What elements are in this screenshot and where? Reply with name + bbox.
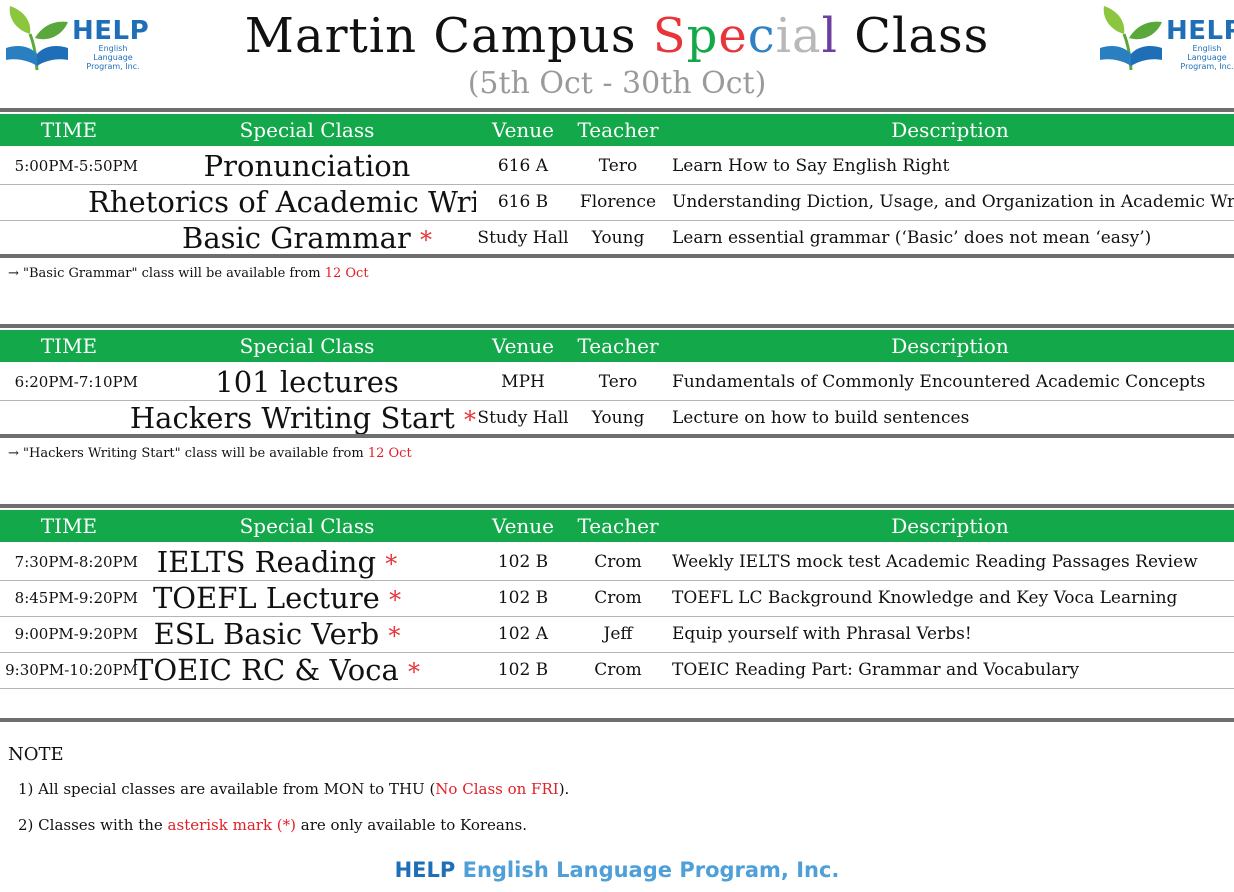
class-cell: 101 lectures — [215, 365, 399, 399]
description-cell: TOEFL LC Background Knowledge and Key Vo… — [672, 588, 1178, 608]
table-row: 7:30PM-8:20PM IELTS Reading * 102 B Crom… — [0, 544, 1234, 581]
header-class: Special Class — [239, 514, 375, 538]
header-venue: Venue — [491, 514, 555, 538]
table-top-rule — [0, 504, 1234, 508]
table-bottom-rule — [0, 254, 1234, 258]
asterisk-mark: * — [388, 622, 401, 650]
header-time: TIME — [40, 334, 98, 358]
availability-note: → "Basic Grammar" class will be availabl… — [8, 266, 369, 281]
description-cell: Learn How to Say English Right — [672, 156, 950, 176]
class-cell: TOEIC RC & Voca * — [134, 653, 420, 687]
class-cell: ESL Basic Verb * — [153, 617, 401, 651]
time-cell: 9:30PM-10:20PM — [5, 661, 138, 679]
teacher-cell: Young — [591, 228, 645, 248]
header-teacher: Teacher — [577, 118, 659, 142]
table-row: 5:00PM-5:50PM Pronunciation 616 A Tero L… — [0, 148, 1234, 185]
header-class: Special Class — [239, 334, 375, 358]
table-row: 8:45PM-9:20PM TOEFL Lecture * 102 B Crom… — [0, 580, 1234, 617]
time-cell: 9:00PM-9:20PM — [14, 625, 138, 643]
description-cell: Equip yourself with Phrasal Verbs! — [672, 624, 972, 644]
note-heading: NOTE — [8, 744, 64, 765]
table-row: 9:00PM-9:20PM ESL Basic Verb * 102 A Jef… — [0, 616, 1234, 653]
venue-cell: 616 B — [497, 192, 549, 212]
logo-brand-text: HELP — [72, 16, 150, 46]
description-cell: Lecture on how to build sentences — [672, 408, 970, 428]
header-class: Special Class — [239, 118, 375, 142]
class-cell: Pronunciation — [203, 149, 411, 183]
teacher-cell: Jeff — [603, 624, 633, 644]
teacher-cell: Tero — [598, 372, 638, 392]
header-venue: Venue — [491, 118, 555, 142]
teacher-cell: Crom — [594, 588, 642, 608]
table-row: Basic Grammar * Study Hall Young Learn e… — [0, 220, 1234, 256]
description-cell: Fundamentals of Commonly Encountered Aca… — [672, 372, 1206, 392]
asterisk-mark: * — [464, 406, 476, 434]
table-top-rule — [0, 324, 1234, 328]
venue-cell: Study Hall — [477, 228, 569, 248]
leaf-book-icon — [1100, 6, 1162, 71]
time-cell: 7:30PM-8:20PM — [14, 553, 138, 571]
description-cell: Understanding Diction, Usage, and Organi… — [672, 192, 1234, 212]
class-cell: Rhetorics of Academic Writ — [88, 185, 476, 219]
availability-note: → "Hackers Writing Start" class will be … — [8, 446, 412, 461]
table-header: TIME Special Class Venue Teacher Descrip… — [0, 114, 1234, 146]
time-cell: 5:00PM-5:50PM — [14, 157, 138, 175]
header-venue: Venue — [491, 334, 555, 358]
header-time: TIME — [40, 118, 98, 142]
class-cell: Hackers Writing Start * — [129, 401, 476, 435]
venue-cell: MPH — [501, 372, 545, 392]
asterisk-mark: * — [385, 550, 398, 578]
table-row: Rhetorics of Academic Writ 616 B Florenc… — [0, 184, 1234, 221]
venue-cell: 102 B — [497, 588, 549, 608]
table-bottom-rule — [0, 434, 1234, 438]
class-cell: Basic Grammar * — [182, 221, 432, 255]
leaf-book-icon — [6, 6, 68, 71]
asterisk-mark: * — [407, 658, 420, 686]
description-cell: TOEIC Reading Part: Grammar and Vocabula… — [672, 660, 1080, 680]
time-cell: 8:45PM-9:20PM — [14, 589, 138, 607]
header-description: Description — [891, 118, 1009, 142]
page-subtitle: (5th Oct - 30th Oct) — [467, 66, 767, 101]
table-header: TIME Special Class Venue Teacher Descrip… — [0, 330, 1234, 362]
note-item-1: 1) All special classes are available fro… — [18, 780, 570, 798]
asterisk-mark: * — [419, 226, 432, 254]
table-header: TIME Special Class Venue Teacher Descrip… — [0, 510, 1234, 542]
teacher-cell: Tero — [598, 156, 638, 176]
venue-cell: 102 A — [497, 624, 549, 644]
asterisk-mark: * — [389, 586, 402, 614]
header-description: Description — [891, 334, 1009, 358]
time-cell — [0, 220, 138, 256]
venue-cell: 616 A — [497, 156, 549, 176]
page-title: Martin Campus Special Class — [244, 8, 990, 64]
header-time: TIME — [40, 514, 98, 538]
table-row: 6:20PM-7:10PM 101 lectures MPH Tero Fund… — [0, 364, 1234, 401]
venue-cell: 102 B — [497, 660, 549, 680]
note-item-2: 2) Classes with the asterisk mark (*) ar… — [18, 816, 527, 834]
teacher-cell: Florence — [579, 192, 657, 212]
teacher-cell: Crom — [594, 660, 642, 680]
class-cell: IELTS Reading * — [156, 545, 398, 579]
logo-brand-text: HELP — [1166, 16, 1234, 46]
time-cell: 6:20PM-7:10PM — [14, 373, 138, 391]
header-description: Description — [891, 514, 1009, 538]
description-cell: Learn essential grammar (‘Basic’ does no… — [672, 228, 1152, 248]
teacher-cell: Young — [591, 408, 645, 428]
table-row: 9:30PM-10:20PM TOEIC RC & Voca * 102 B C… — [0, 652, 1234, 689]
header-teacher: Teacher — [577, 514, 659, 538]
venue-cell: Study Hall — [477, 408, 569, 428]
venue-cell: 102 B — [497, 552, 549, 572]
footer-brand: HELP English Language Program, Inc. — [394, 858, 840, 882]
table-top-rule — [0, 108, 1234, 112]
header-teacher: Teacher — [577, 334, 659, 358]
teacher-cell: Crom — [594, 552, 642, 572]
class-cell: TOEFL Lecture * — [152, 581, 402, 615]
table-row: Hackers Writing Start * Study Hall Young… — [0, 400, 1234, 436]
table-bottom-rule — [0, 718, 1234, 722]
description-cell: Weekly IELTS mock test Academic Reading … — [672, 552, 1198, 572]
